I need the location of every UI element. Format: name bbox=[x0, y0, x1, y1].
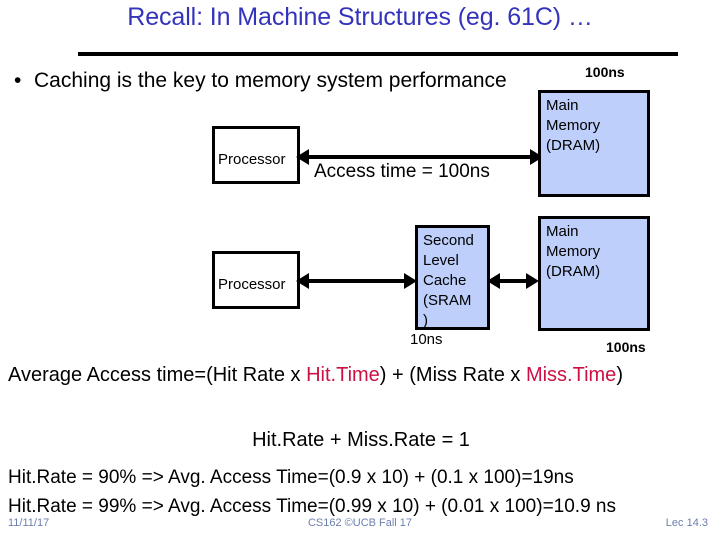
rate-sum-formula: Hit.Rate + Miss.Rate = 1 bbox=[252, 429, 470, 451]
footer-course: CS162 ©UCB Fall 17 bbox=[307, 517, 413, 529]
cache-latency-label: 10ns bbox=[410, 331, 443, 348]
title-divider bbox=[78, 52, 678, 56]
bottom-right-arrow-head-left bbox=[487, 273, 500, 289]
bottom-left-arrow-shaft bbox=[308, 279, 408, 283]
top-access-time-label: Access time = 100ns bbox=[314, 161, 490, 182]
bottom-memory-latency-label: 100ns bbox=[606, 339, 646, 355]
top-main-memory-line-2: Memory bbox=[546, 117, 601, 134]
example-hitrate-99: Hit.Rate = 99% => Avg. Access Time=(0.99… bbox=[8, 496, 616, 517]
cache-line-2: Level bbox=[423, 252, 459, 269]
top-main-memory-line-3: (DRAM) bbox=[546, 137, 601, 154]
cache-line-3: Cache bbox=[423, 272, 467, 289]
bottom-processor-label: Processor bbox=[218, 276, 286, 293]
second-level-cache-box: Second Level Cache (SRAM ) bbox=[415, 225, 490, 330]
hit-time-term: Hit.Time bbox=[306, 364, 380, 386]
page-title: Recall: In Machine Structures (eg. 61C) … bbox=[127, 3, 593, 31]
bottom-right-arrow-shaft bbox=[498, 279, 532, 283]
bottom-processor-box: Processor bbox=[212, 251, 300, 309]
top-processor-label: Processor bbox=[218, 151, 286, 168]
miss-time-term: Miss.Time bbox=[525, 364, 617, 386]
footer-date: 11/11/17 bbox=[8, 517, 50, 529]
bullet-label: Caching is the key to memory system perf… bbox=[34, 69, 507, 92]
top-memory-latency-label: 100ns bbox=[585, 64, 625, 80]
avg-middle: ) + (Miss Rate x bbox=[379, 364, 526, 386]
cache-line-4: (SRAM bbox=[423, 292, 472, 309]
top-arrow-shaft bbox=[308, 155, 536, 159]
avg-suffix: ) bbox=[616, 364, 623, 386]
top-main-memory-line-1: Main bbox=[546, 97, 579, 114]
average-access-time-formula: Average Access time=(Hit Rate x Hit.Time… bbox=[8, 363, 714, 387]
cache-line-5: ) bbox=[423, 312, 428, 329]
bottom-main-memory-line-1: Main bbox=[546, 223, 579, 240]
bottom-left-arrow-head-right bbox=[404, 273, 417, 289]
bottom-right-arrow-head-right bbox=[526, 273, 539, 289]
bottom-left-arrow-head-left bbox=[296, 273, 309, 289]
bottom-main-memory-line-3: (DRAM) bbox=[546, 263, 601, 280]
avg-prefix: Average Access time=(Hit Rate x bbox=[8, 364, 307, 386]
bullet-marker: • bbox=[14, 69, 22, 92]
bullet-caching: • Caching is the key to memory system per… bbox=[14, 68, 714, 94]
cache-line-1: Second bbox=[423, 232, 474, 249]
footer-lecture-number: Lec 14.3 bbox=[665, 517, 708, 529]
bottom-main-memory-line-2: Memory bbox=[546, 243, 601, 260]
top-main-memory-box: Main Memory (DRAM) bbox=[538, 90, 650, 197]
example-hitrate-90: Hit.Rate = 90% => Avg. Access Time=(0.9 … bbox=[8, 467, 574, 488]
top-arrow-head-left bbox=[296, 149, 309, 165]
top-processor-box: Processor bbox=[212, 126, 300, 184]
bottom-main-memory-box: Main Memory (DRAM) bbox=[538, 216, 650, 331]
